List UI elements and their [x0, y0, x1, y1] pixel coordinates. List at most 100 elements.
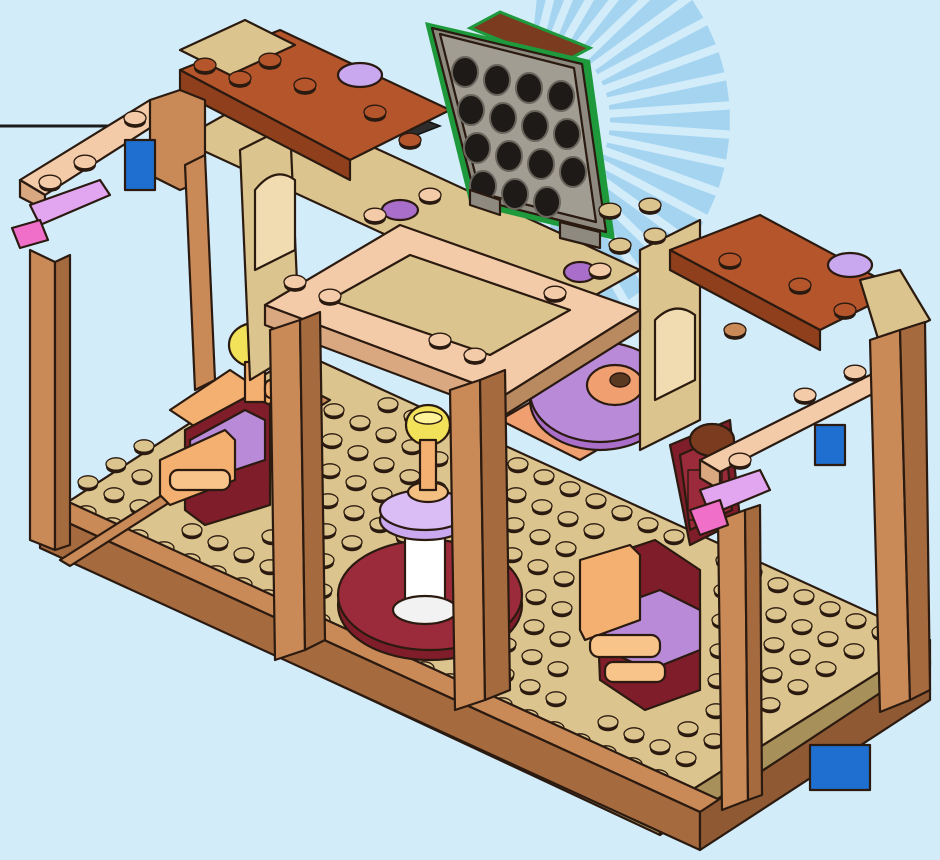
floor-stud [678, 722, 698, 737]
top-stud [419, 188, 441, 205]
floor-stud [524, 620, 544, 635]
floor-stud [234, 548, 254, 563]
floor-stud [346, 476, 366, 491]
top-stud [789, 278, 811, 295]
floor-stud [506, 488, 526, 503]
floor-stud [530, 530, 550, 545]
floor-stud [676, 752, 696, 767]
floor-stud [132, 470, 152, 485]
floor-stud [520, 680, 540, 695]
floor-stud [322, 434, 342, 449]
hatch-hole [554, 119, 580, 149]
floor-stud [106, 458, 126, 473]
top-stud [729, 453, 751, 470]
top-stud [229, 71, 251, 88]
floor-stud [546, 692, 566, 707]
top-stud [609, 238, 631, 255]
hatch-hole [502, 179, 528, 209]
floor-stud [522, 650, 542, 665]
floor-stud [552, 602, 572, 617]
hatch-hole [490, 103, 516, 133]
floor-stud [788, 680, 808, 695]
floor-stud [348, 446, 368, 461]
floor-stud [816, 662, 836, 677]
light-ray [609, 130, 729, 159]
floor-stud [78, 476, 98, 491]
top-stud [399, 133, 421, 150]
hatch-hole [522, 111, 548, 141]
floor-stud [612, 506, 632, 521]
light-ray [609, 80, 729, 109]
floor-stud [624, 728, 644, 743]
top-stud [364, 105, 386, 122]
floor-stud [560, 482, 580, 497]
floor-stud [350, 416, 370, 431]
light-ray [610, 110, 730, 131]
floor-stud [760, 698, 780, 713]
top-stud [844, 365, 866, 382]
hatch-hole [548, 81, 574, 111]
top-stud [589, 263, 611, 280]
top-stud [364, 208, 386, 225]
floor-stud [650, 740, 670, 755]
hatch-hole [516, 73, 542, 103]
hatch-hole [496, 141, 522, 171]
hatch-hole [560, 157, 586, 187]
floor-stud [792, 620, 812, 635]
hatch-hole [464, 133, 490, 163]
hatch-hole [458, 95, 484, 125]
floor-stud [532, 500, 552, 515]
floor-stud [638, 518, 658, 533]
floor-stud [762, 668, 782, 683]
floor-stud [846, 614, 866, 629]
top-stud [719, 253, 741, 270]
floor-stud [820, 602, 840, 617]
floor-stud [664, 530, 684, 545]
floor-stud [104, 488, 124, 503]
floor-stud [844, 644, 864, 659]
floor-stud [342, 536, 362, 551]
hatch-hole [528, 149, 554, 179]
floor-stud [554, 572, 574, 587]
top-stud [464, 348, 486, 365]
floor-stud [208, 536, 228, 551]
top-stud [639, 198, 661, 215]
floor-stud [534, 470, 554, 485]
floor-stud [526, 590, 546, 605]
hatch-hole [452, 57, 478, 87]
floor-stud [794, 590, 814, 605]
floor-stud [556, 542, 576, 557]
floor-stud [548, 662, 568, 677]
top-stud [194, 58, 216, 75]
floor-stud [344, 506, 364, 521]
hatch-hole [484, 65, 510, 95]
top-stud [259, 53, 281, 70]
floor-stud [584, 524, 604, 539]
floor-stud [790, 650, 810, 665]
hatch-hole [534, 187, 560, 217]
floor-stud [550, 632, 570, 647]
top-stud [599, 203, 621, 220]
top-stud [294, 78, 316, 95]
floor-stud [378, 398, 398, 413]
top-stud [794, 388, 816, 405]
top-stud [644, 228, 666, 245]
top-stud [124, 111, 146, 128]
top-stud [834, 303, 856, 320]
top-stud [284, 275, 306, 292]
top-stud [429, 333, 451, 350]
top-stud [544, 286, 566, 303]
floor-stud [508, 458, 528, 473]
floor-stud [764, 638, 784, 653]
floor-stud [324, 404, 344, 419]
floor-stud [766, 608, 786, 623]
floor-stud [374, 458, 394, 473]
top-stud [724, 323, 746, 340]
top-stud [319, 289, 341, 306]
floor-stud [558, 512, 578, 527]
floor-stud [182, 524, 202, 539]
top-stud [74, 155, 96, 172]
top-stud [39, 175, 61, 192]
